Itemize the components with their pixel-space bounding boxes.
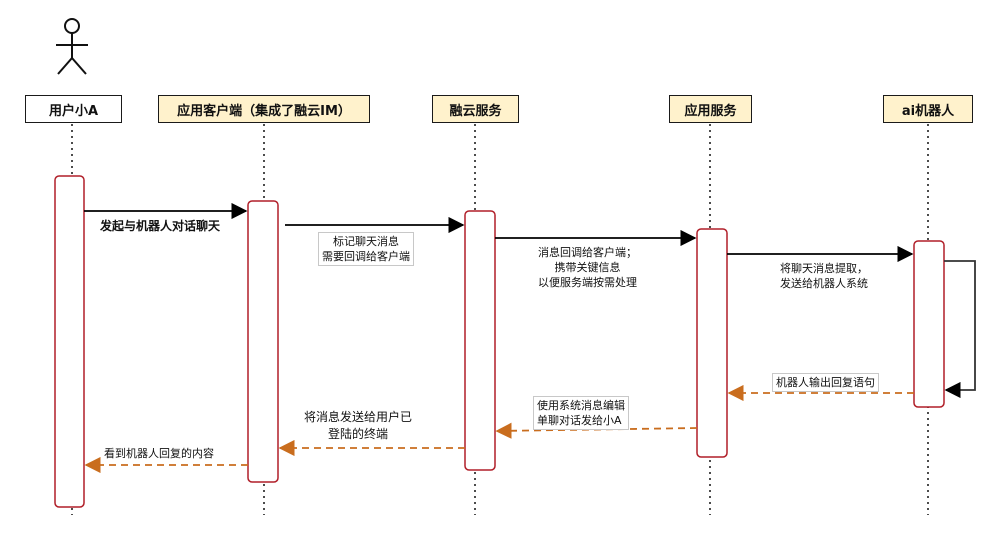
participant-ai-robot: ai机器人 (883, 95, 973, 123)
self-message-arrow (944, 260, 976, 399)
return-label-2-line-2: 单聊对话发给小A (537, 414, 622, 427)
return-label-2: 使用系统消息编辑 单聊对话发给小A (533, 396, 629, 430)
activation-ai-robot (913, 240, 945, 408)
activation-app-service (696, 228, 728, 458)
message-label-2: 标记聊天消息 需要回调给客户端 (318, 232, 414, 266)
message-label-3-line-3: 以便服务端按需处理 (538, 276, 637, 289)
return-label-4: 看到机器人回复的内容 (104, 446, 214, 461)
return-label-3-line-1: 将消息发送给用户已 (304, 410, 413, 424)
return-label-1: 机器人输出回复语句 (772, 373, 879, 392)
message-label-3-line-1: 消息回调给客户端； (538, 246, 637, 259)
message-label-3: 消息回调给客户端； 携带关键信息 以便服务端按需处理 (538, 245, 637, 290)
return-label-3-line-2: 登陆的终端 (328, 427, 389, 441)
message-label-2-line-2: 需要回调给客户端 (322, 250, 410, 263)
stick-figure-actor-icon (56, 18, 88, 75)
participant-app-service: 应用服务 (669, 95, 752, 123)
message-label-2-line-1: 标记聊天消息 (333, 235, 399, 248)
message-label-4-line-2: 发送给机器人系统 (780, 277, 868, 290)
activation-rongcloud (464, 210, 496, 471)
return-label-2-line-1: 使用系统消息编辑 (537, 399, 625, 412)
return-label-3: 将消息发送给用户已 登陆的终端 (304, 409, 413, 443)
participant-app-client: 应用客户端（集成了融云IM） (158, 95, 370, 123)
activation-client (247, 200, 279, 483)
participant-user-a: 用户小A (25, 95, 122, 123)
participant-rongcloud: 融云服务 (432, 95, 519, 123)
message-label-4-line-1: 将聊天消息提取， (780, 262, 868, 275)
message-label-1: 发起与机器人对话聊天 (100, 219, 221, 234)
message-label-4: 将聊天消息提取， 发送给机器人系统 (780, 261, 868, 291)
message-label-3-line-2: 携带关键信息 (554, 261, 621, 274)
activation-user (54, 175, 85, 508)
